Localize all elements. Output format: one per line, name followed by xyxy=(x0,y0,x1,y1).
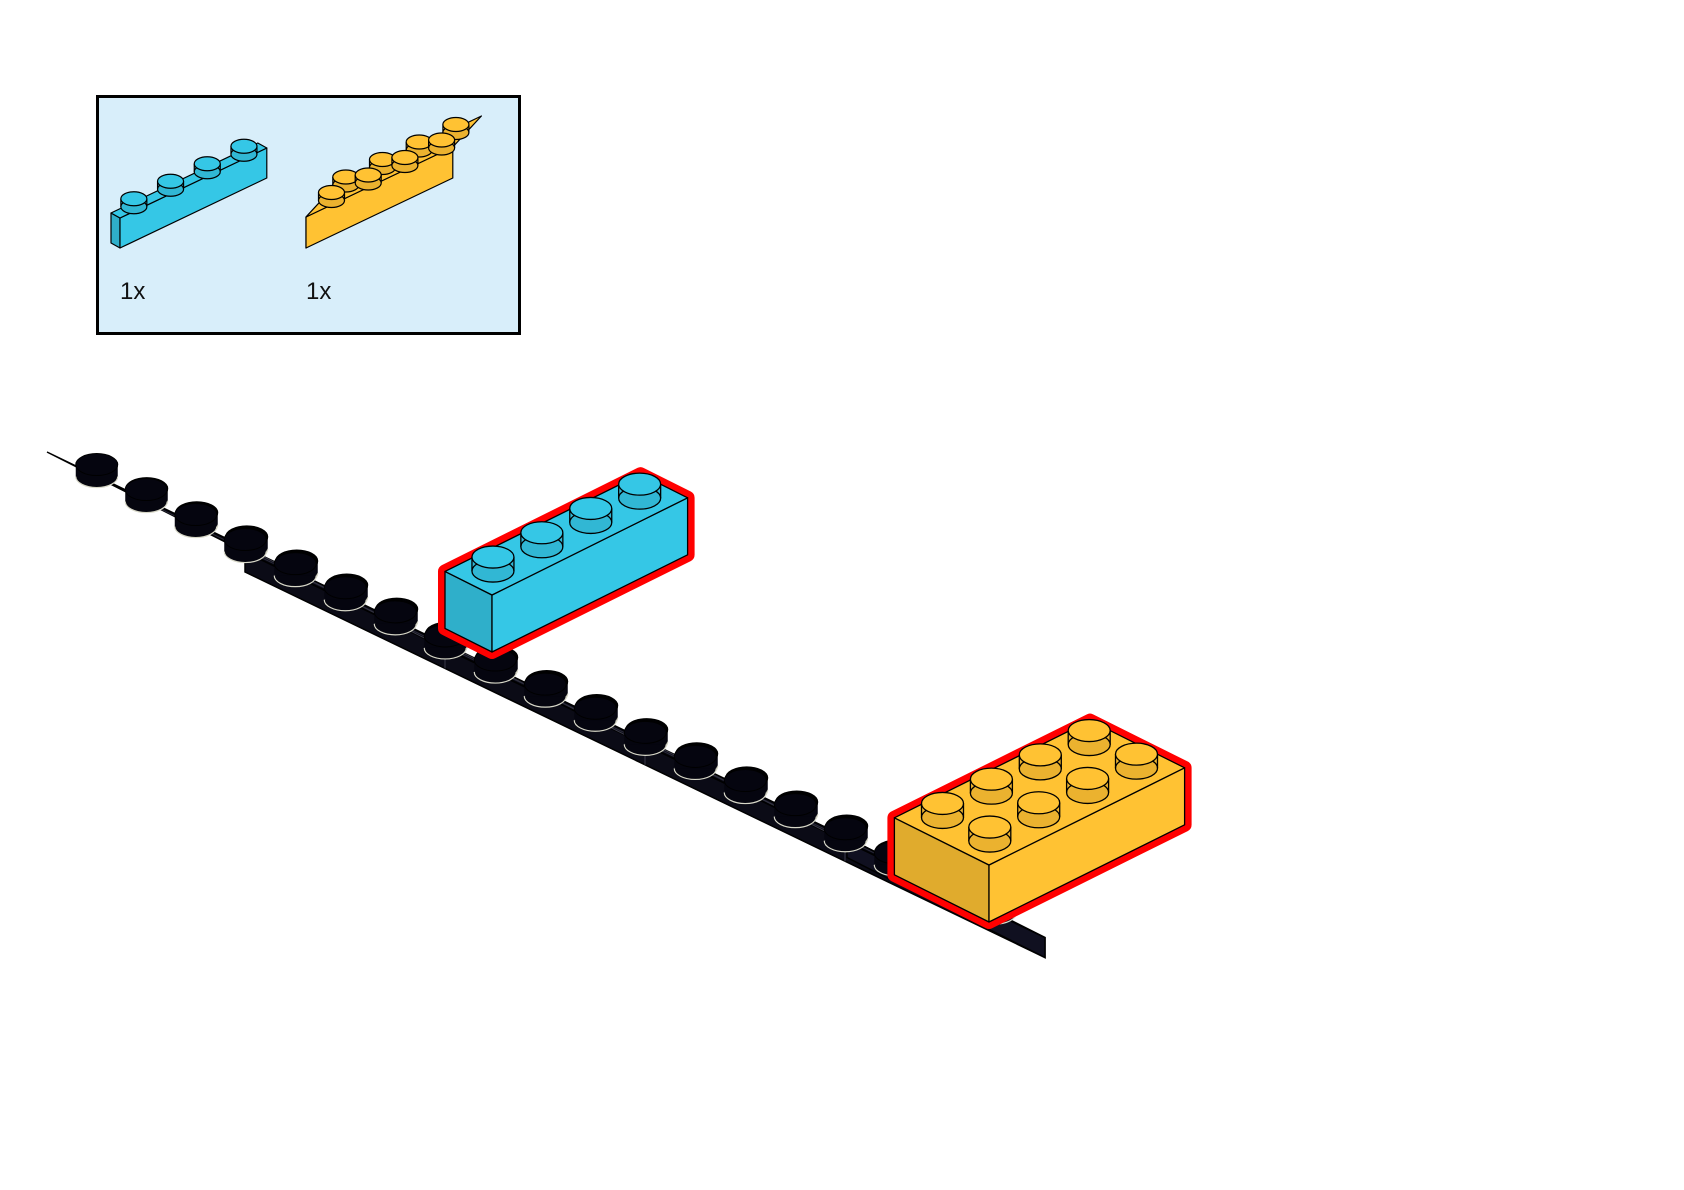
plate-stud xyxy=(773,793,817,829)
plate-stud xyxy=(823,817,867,853)
plate-stud xyxy=(273,552,317,588)
plate-stud xyxy=(473,648,517,684)
stud xyxy=(520,521,564,559)
plate-stud xyxy=(573,696,617,732)
stud xyxy=(569,496,613,535)
plate-stud xyxy=(523,672,567,708)
plate-stud xyxy=(373,600,417,636)
stud xyxy=(969,767,1014,805)
stud xyxy=(1114,742,1159,780)
plate-stud xyxy=(673,744,717,781)
stud xyxy=(1017,791,1061,829)
stud xyxy=(1018,743,1062,781)
stud xyxy=(471,545,515,583)
plate-stud xyxy=(75,453,119,489)
qty-label-yellow-brick: 1x xyxy=(306,278,332,305)
plate-stud xyxy=(723,769,767,805)
new-part-yellow-brick-2x4 xyxy=(887,713,1192,929)
stud xyxy=(618,472,662,510)
plate-stud xyxy=(323,576,367,612)
qty-label-blue-brick: 1x xyxy=(120,278,146,305)
black-baseplate xyxy=(46,451,1046,959)
stud xyxy=(968,815,1012,853)
new-part-blue-brick-1x4 xyxy=(438,467,695,659)
stud xyxy=(1067,718,1111,757)
plate-stud xyxy=(623,720,667,756)
plate-stud xyxy=(223,528,267,564)
plate-stud xyxy=(174,503,218,539)
plate-stud xyxy=(124,478,168,514)
stud xyxy=(1065,766,1110,805)
stud xyxy=(920,791,965,830)
